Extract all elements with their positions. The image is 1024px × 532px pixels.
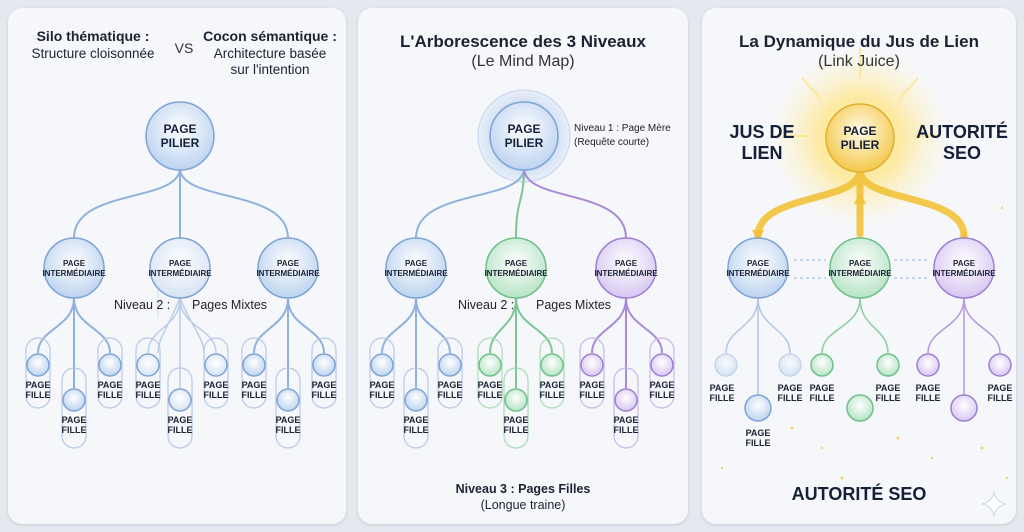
panel-link-juice: La Dynamique du Jus de Lien (Link Juice)… [702,8,1016,524]
jus-de-lien-label: JUS DE LIEN [729,122,795,163]
silo-title: Silo thématique : [36,28,150,44]
cocon-subtitle-line2: sur l'intention [230,62,310,77]
fille-label-6: PAGE FILLE [539,380,565,400]
link-juice-diagram [714,48,1012,517]
mindmap-nodes [370,101,674,412]
fille-label-2: PAGE FILLE [403,415,429,435]
fille-label-5: PAGE FILLE [167,415,193,435]
cocon-title: Cocon sémantique : [203,28,337,44]
sparkle-star-icon [981,491,1007,517]
fille-label-8: PAGE FILLE [275,415,301,435]
panel-arborescence: L'Arborescence des 3 Niveaux (Le Mind Ma… [358,8,688,524]
fille-label-8: PAGE FILLE [613,415,639,435]
panel-silo-vs-cocon: Silo thématique : Structure cloisonnée V… [8,8,346,524]
pilier-label: PAGE PILIER [504,122,544,150]
pages-mixtes-label: Pages Mixtes [536,298,612,312]
fille-label-4: PAGE FILLE [809,383,835,403]
intermediaire-label-2: PAGE INTERMÉDIAIRE [828,259,892,278]
niveau1-label: Niveau 1 : Page Mère [574,123,671,134]
longue-traine-label: (Longue traine) [480,498,566,512]
fille-label-1: PAGE FILLE [709,383,735,403]
silo-capsules [25,337,337,449]
arborescence-subtitle: (Le Mind Map) [471,53,575,70]
fille-label-6: PAGE FILLE [915,383,941,403]
intermediaire-label-3: PAGE INTERMÉDIAIRE [256,259,320,278]
intermediaire-label-1: PAGE INTERMÉDIAIRE [384,259,448,278]
arborescence-title: L'Arborescence des 3 Niveaux [400,32,646,51]
niveau1-sub: (Requête courte) [574,137,650,148]
niveau3-label: Niveau 3 : Pages Filles [455,482,591,496]
fille-label-4: PAGE FILLE [477,380,503,400]
fille-label-1: PAGE FILLE [25,380,51,400]
autorite-seo-bottom-label: AUTORITÉ SEO [791,484,927,504]
fille-label-6: PAGE FILLE [203,380,229,400]
fille-label-1: PAGE FILLE [369,380,395,400]
fille-label-2: PAGE FILLE [61,415,87,435]
intermediaire-label-2: PAGE INTERMÉDIAIRE [484,259,548,278]
niveau2-label: Niveau 2 : [458,298,515,312]
sparkles [720,206,1009,480]
fille-label-7: PAGE FILLE [579,380,605,400]
horizontal-links [794,259,928,279]
fille-label-3: PAGE FILLE [97,380,123,400]
fille-label-4: PAGE FILLE [135,380,161,400]
juice-subtitle: (Link Juice) [818,53,900,70]
intermediaire-label-1: PAGE INTERMÉDIAIRE [42,259,106,278]
fille-label-9: PAGE FILLE [311,380,337,400]
silo-subtitle: Structure cloisonnée [31,46,155,61]
fille-label-7: PAGE FILLE [987,383,1013,403]
silo-nodes [26,101,336,412]
pilier-label: PAGE PILIER [160,122,200,150]
juice-connectors [725,297,1001,398]
silo-tree-diagram [25,101,337,449]
autorite-seo-top-label: AUTORITÉ SEO [916,122,1008,163]
juice-title: La Dynamique du Jus de Lien [739,32,979,51]
fille-label-3: PAGE FILLE [437,380,463,400]
sun-rays [782,48,938,137]
fille-label-2: PAGE FILLE [777,383,803,403]
silo-connectors [37,167,325,388]
intermediaire-label-3: PAGE INTERMÉDIAIRE [594,259,658,278]
mindmap-capsules [369,337,675,449]
intermediaire-label-3: PAGE INTERMÉDIAIRE [932,259,996,278]
vs-label: VS [174,40,194,56]
niveau2-label: Niveau 2 : [114,298,171,312]
intermediaire-label-2: PAGE INTERMÉDIAIRE [148,259,212,278]
mindmap-diagram [369,89,675,449]
intermediaire-label-1: PAGE INTERMÉDIAIRE [726,259,790,278]
juice-nodes [714,103,1012,422]
fille-label-9: PAGE FILLE [649,380,675,400]
cocon-subtitle-line1: Architecture basée [213,46,327,61]
fille-label-7: PAGE FILLE [241,380,267,400]
fille-label-3: PAGE FILLE [745,428,771,448]
pages-mixtes-label: Pages Mixtes [192,298,268,312]
mindmap-connectors [381,167,663,388]
pilier-label: PAGE PILIER [840,124,880,152]
fille-label-5: PAGE FILLE [875,383,901,403]
fille-label-5: PAGE FILLE [503,415,529,435]
